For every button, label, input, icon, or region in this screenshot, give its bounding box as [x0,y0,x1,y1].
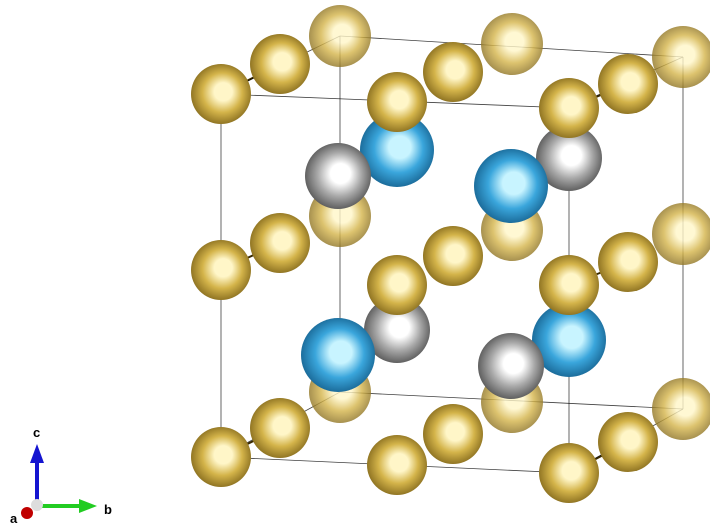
c-axis-arrow-head [30,444,44,463]
gray-atom[interactable] [364,297,430,363]
axis-indicator: c b a [10,425,112,526]
gold-atom[interactable] [598,232,658,292]
gray-atom[interactable] [305,143,371,209]
gold-atom[interactable] [191,240,251,300]
a-axis-label: a [10,511,18,526]
gold-atom[interactable] [423,226,483,286]
gold-atom[interactable] [250,34,310,94]
gold-atom[interactable] [367,72,427,132]
blue-atom[interactable] [474,149,548,223]
gold-atom[interactable] [539,78,599,138]
gold-atom[interactable] [250,213,310,273]
b-axis-label: b [104,502,112,517]
gold-atom[interactable] [250,398,310,458]
gold-atom[interactable] [367,435,427,495]
blue-atom[interactable] [360,113,434,187]
gold-atom[interactable] [367,255,427,315]
gray-atom[interactable] [536,125,602,191]
gold-atom[interactable] [652,203,710,265]
a-axis-arrow-head [21,507,33,519]
gold-atom[interactable] [309,5,371,67]
gold-atom[interactable] [652,378,710,440]
gold-atom[interactable] [423,404,483,464]
gold-atom[interactable] [652,26,710,88]
b-axis-arrow-head [79,499,97,513]
gold-atom[interactable] [539,255,599,315]
atom-layer [191,5,710,503]
gold-atom[interactable] [191,427,251,487]
c-axis-label: c [33,425,40,440]
gray-atom[interactable] [478,333,544,399]
axis-origin-sphere [31,499,43,511]
gold-atom[interactable] [481,13,543,75]
blue-atom[interactable] [532,303,606,377]
gold-atom[interactable] [423,42,483,102]
gold-atom[interactable] [191,64,251,124]
gold-atom[interactable] [598,54,658,114]
gold-atom[interactable] [539,443,599,503]
gold-atom[interactable] [598,412,658,472]
blue-atom[interactable] [301,318,375,392]
